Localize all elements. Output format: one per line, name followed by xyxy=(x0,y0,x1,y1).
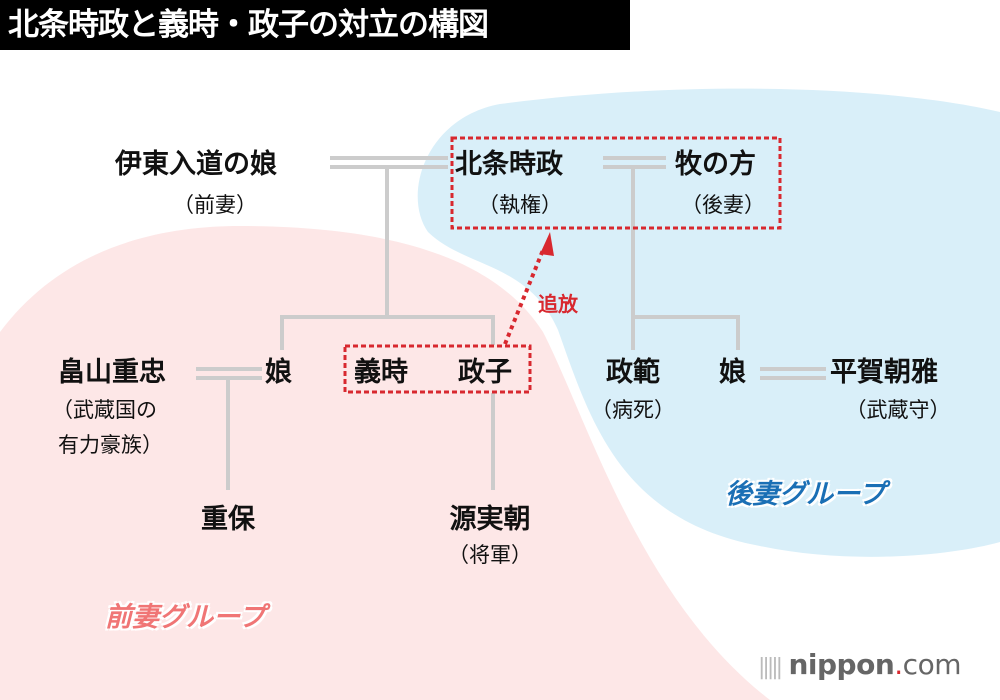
masanori-name: 政範 xyxy=(606,357,660,388)
hatakeyama-note-1: （武蔵国の xyxy=(52,398,157,422)
hiraga-note: （武蔵守） xyxy=(845,398,951,422)
ito-daughter-note: （前妻） xyxy=(173,193,257,217)
logo-suffix: com xyxy=(902,648,962,681)
ito-daughter-name: 伊東入道の娘 xyxy=(115,149,277,180)
hatakeyama-name: 畠山重忠 xyxy=(58,357,166,388)
hiraga-name: 平賀朝雅 xyxy=(830,357,938,388)
daughter-name: 娘 xyxy=(719,357,746,388)
page-title: 北条時政と義時・政子の対立の構図 xyxy=(0,0,630,50)
tokimasa-faction-box xyxy=(450,136,782,230)
hatakeyama-note-2: 有力豪族） xyxy=(58,433,163,457)
nippon-logo: ||||| nippon.com xyxy=(758,648,961,681)
maki-note: （後妻） xyxy=(681,193,765,217)
daughter-name: 娘 xyxy=(265,357,292,388)
yoshitoki-masako-box xyxy=(343,344,532,394)
former-wife-group-label: 前妻グループ xyxy=(105,602,266,633)
arrow-head-icon xyxy=(540,232,554,256)
yoshitoki-name: 義時 xyxy=(354,357,408,388)
tokimasa-note: （執権） xyxy=(478,193,562,217)
logo-dot: . xyxy=(894,648,903,681)
maki-name: 牧の方 xyxy=(675,149,756,180)
former-wife-group-region xyxy=(0,226,770,700)
sanetomo-note: （将軍） xyxy=(448,543,532,567)
latter-wife-group-region xyxy=(417,88,1000,557)
logo-main: nippon xyxy=(788,648,895,681)
expulsion-arrow xyxy=(503,249,545,345)
sanetomo-name: 源実朝 xyxy=(449,504,531,535)
sound-wave-icon: ||||| xyxy=(758,655,783,680)
latter-wife-group-label: 後妻グループ xyxy=(725,479,886,510)
masanori-note: （病死） xyxy=(591,398,675,422)
masako-name: 政子 xyxy=(458,357,512,388)
family-lines xyxy=(196,156,826,490)
shigeyasu-name: 重保 xyxy=(201,504,255,535)
expulsion-label: 追放 xyxy=(538,292,578,316)
tokimasa-name: 北条時政 xyxy=(455,149,563,180)
